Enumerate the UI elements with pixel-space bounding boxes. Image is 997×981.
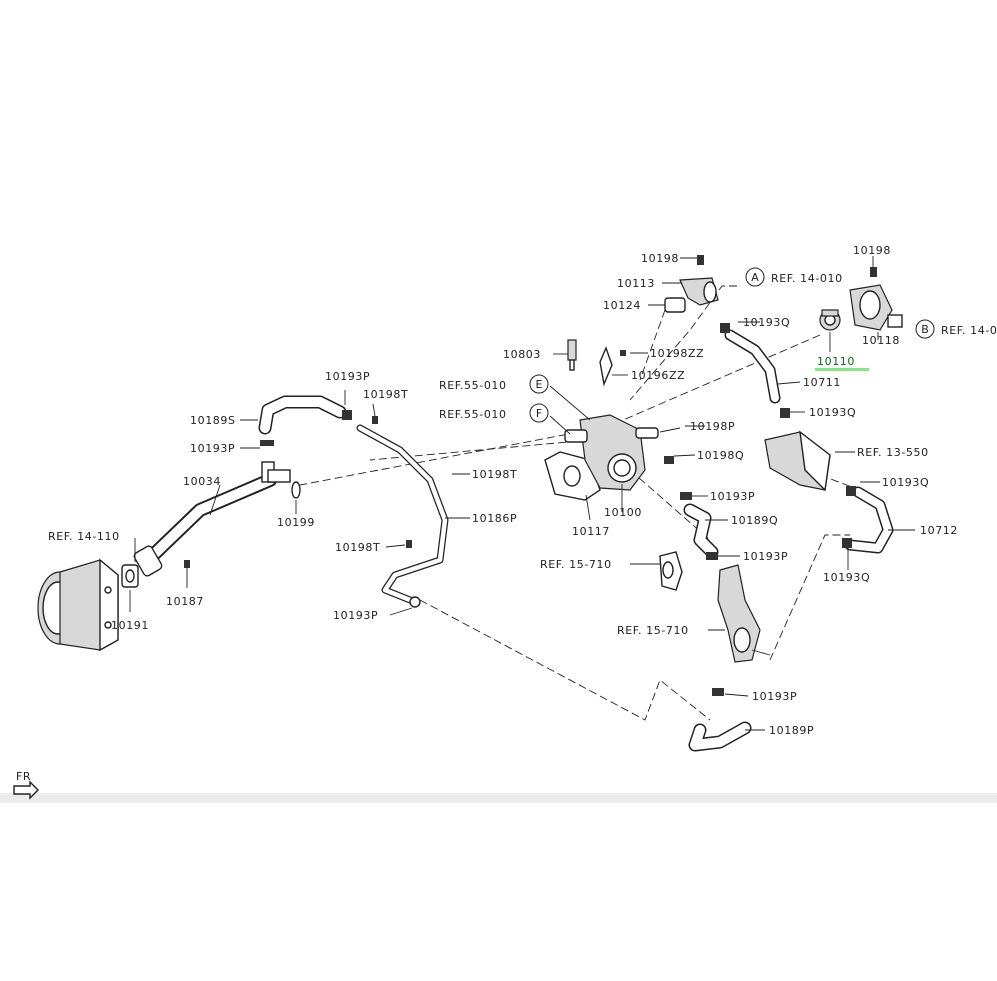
gasket-10191 [121,564,139,588]
clip-10196ZZ [599,346,626,387]
label-10193P-bl: 10193P [333,609,378,622]
hose-10189Q [680,492,719,560]
footer-band [0,793,997,803]
label-10191: 10191 [111,619,149,632]
label-10193P-left2: 10193P [190,442,235,455]
ref-label-13-550: REF. 13-550 [857,446,929,459]
callout-b: B [915,319,935,339]
part-labels: 10198 10113 10124 10193Q 10110 10198 101… [111,244,958,737]
label-10124: 10124 [603,299,641,312]
label-10193P-br: 10193P [752,690,797,703]
label-10198T-c: 10198T [335,541,380,554]
label-10712: 10712 [920,524,958,537]
ref-15-710-fitting-a [659,551,683,591]
label-10198-top: 10198 [641,252,679,265]
label-10113: 10113 [617,277,655,290]
front-arrow-icon [13,780,39,800]
label-10193P-low: 10193P [743,550,788,563]
label-10198ZZ: 10198ZZ [650,347,704,360]
highlight-underline [815,368,869,371]
sensor-10803 [567,339,577,371]
label-10803: 10803 [503,348,541,361]
ref-15-710-fitting-b [717,564,771,663]
svg-text:B: B [921,323,929,336]
ref-label-15-710-b: REF. 15-710 [617,624,689,637]
ref-label-55-010-f: REF.55-010 [439,408,507,421]
callout-e: E [529,374,549,394]
thermostat-10110 [819,309,841,331]
label-10117: 10117 [572,525,610,538]
label-10198P: 10198P [690,420,735,433]
o-ring-10199 [291,481,301,499]
label-10100: 10100 [604,506,642,519]
ref-13-550-housing [764,430,831,492]
ref-label-55-010-e: REF.55-010 [439,379,507,392]
ref-label-14-010-a: REF. 14-010 [771,272,843,285]
front-direction-marker: FR [13,770,39,800]
label-10118: 10118 [862,334,900,347]
label-10199: 10199 [277,516,315,529]
svg-text:FR: FR [16,770,31,783]
dashed-connections [299,285,861,721]
water-inlet-10118 [849,267,903,331]
label-10193P-mid: 10193P [710,490,755,503]
pipe-10034 [133,461,291,577]
callout-f: F [529,403,549,423]
reference-labels: REF. 14-010 REF. 14-010 REF.55-010 REF.5… [48,272,997,637]
ref-label-14-110: REF. 14-110 [48,530,120,543]
label-10196ZZ: 10196ZZ [631,369,685,382]
pipe-10186P [356,416,449,608]
label-10034: 10034 [183,475,221,488]
label-10198T-a: 10198T [363,388,408,401]
leader-lines [129,256,915,731]
label-10198T-b: 10198T [472,468,517,481]
callout-a: A [745,267,765,287]
label-10711: 10711 [803,376,841,389]
label-10189Q: 10189Q [731,514,778,527]
label-10186P: 10186P [472,512,517,525]
hose-10189S [258,395,352,446]
svg-text:F: F [536,407,542,420]
ref-label-15-710-a: REF. 15-710 [540,558,612,571]
bolt-10187 [184,560,190,588]
label-10193Q-d: 10193Q [823,571,870,584]
label-10198-right: 10198 [853,244,891,257]
label-10198Q: 10198Q [697,449,744,462]
label-10193Q-a: 10193Q [743,316,790,329]
label-10189P: 10189P [769,724,814,737]
water-pump-cover-illustration [37,558,119,652]
ref-label-14-010-b: REF. 14-010 [941,324,997,337]
label-10193Q-c: 10193Q [882,476,929,489]
hose-10189P [688,688,752,752]
hose-10712 [842,486,894,554]
label-10193Q-b: 10193Q [809,406,856,419]
label-10110: 10110 [817,355,855,368]
svg-text:E: E [536,378,543,391]
label-10193P-left: 10193P [325,370,370,383]
svg-text:A: A [751,271,759,284]
thermostat-housing-10100 [544,414,681,501]
hose-10711 [720,323,790,418]
label-10187: 10187 [166,595,204,608]
label-10189S: 10189S [190,414,236,427]
